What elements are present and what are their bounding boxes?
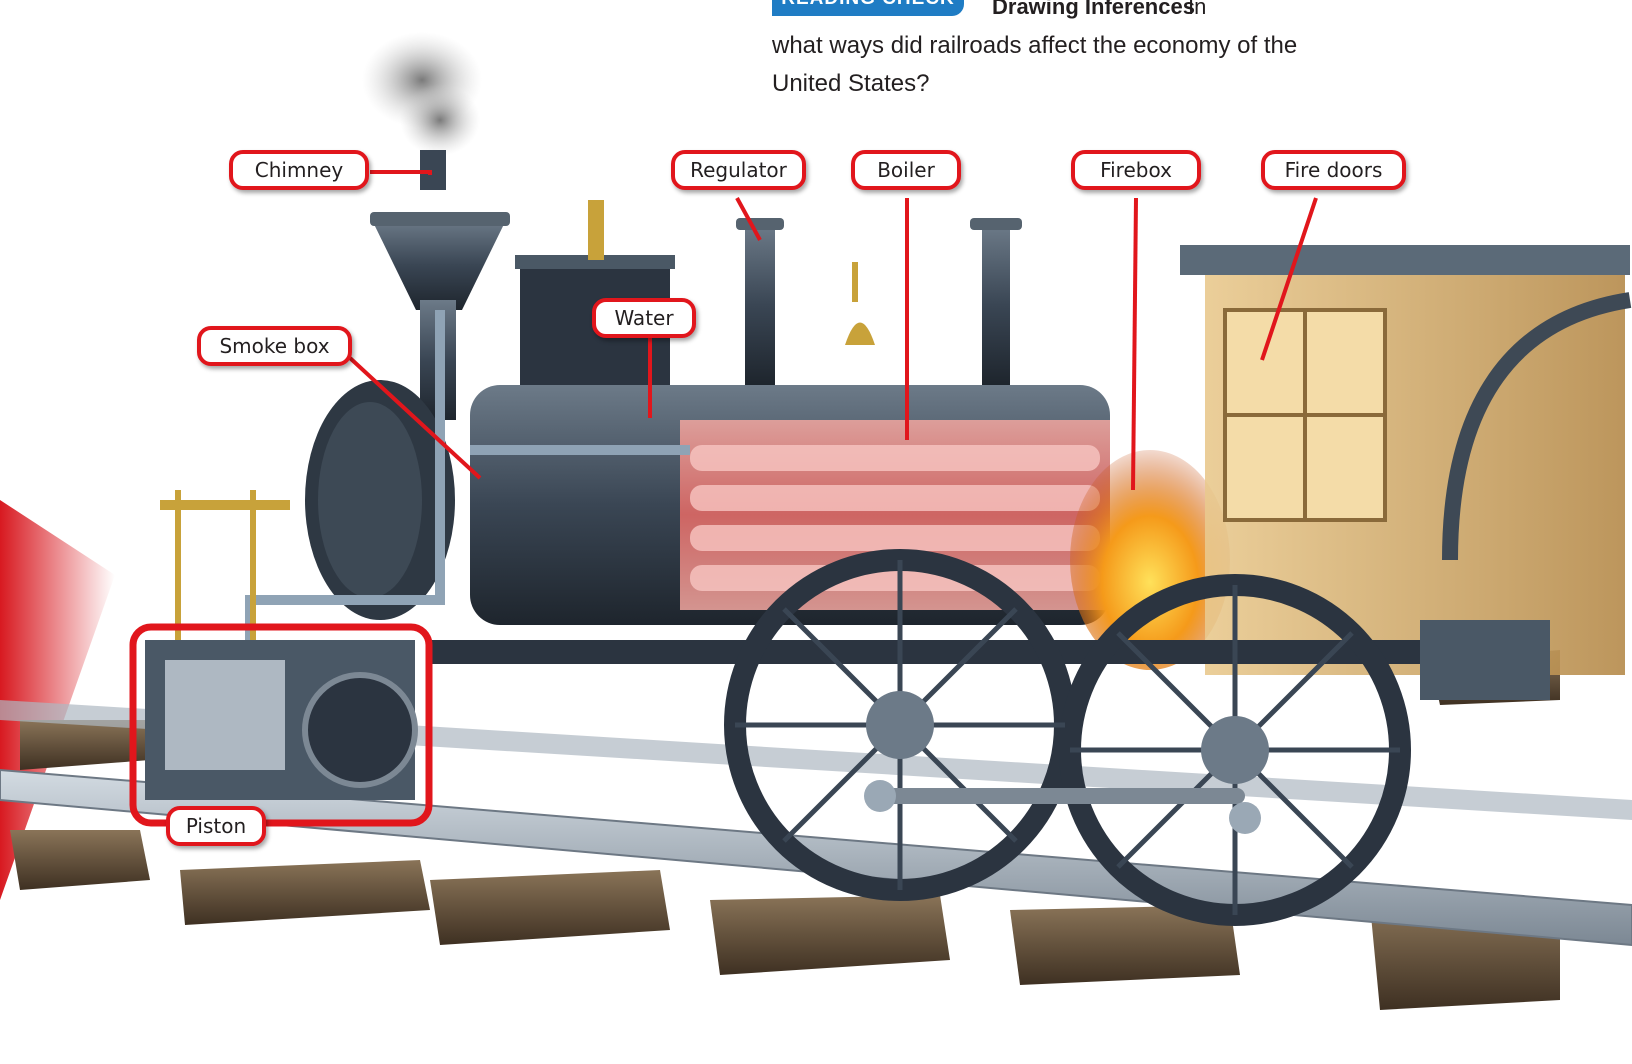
label-chimney: Chimney xyxy=(229,150,369,190)
label-piston: Piston xyxy=(166,806,266,846)
reading-check-skill: Drawing Inferences xyxy=(992,0,1195,20)
label-smoke-box: Smoke box xyxy=(197,326,352,366)
reading-check-lead: In xyxy=(1188,0,1206,20)
label-firebox: Firebox xyxy=(1071,150,1201,190)
reading-check-badge: READING CHECK xyxy=(772,0,964,16)
label-regulator: Regulator xyxy=(671,150,806,190)
reading-check-question-line1: what ways did railroads affect the econo… xyxy=(772,32,1297,60)
reading-check-question-line2: United States? xyxy=(772,70,929,98)
label-fire-doors: Fire doors xyxy=(1261,150,1406,190)
label-water: Water xyxy=(592,298,696,338)
label-boiler: Boiler xyxy=(851,150,961,190)
